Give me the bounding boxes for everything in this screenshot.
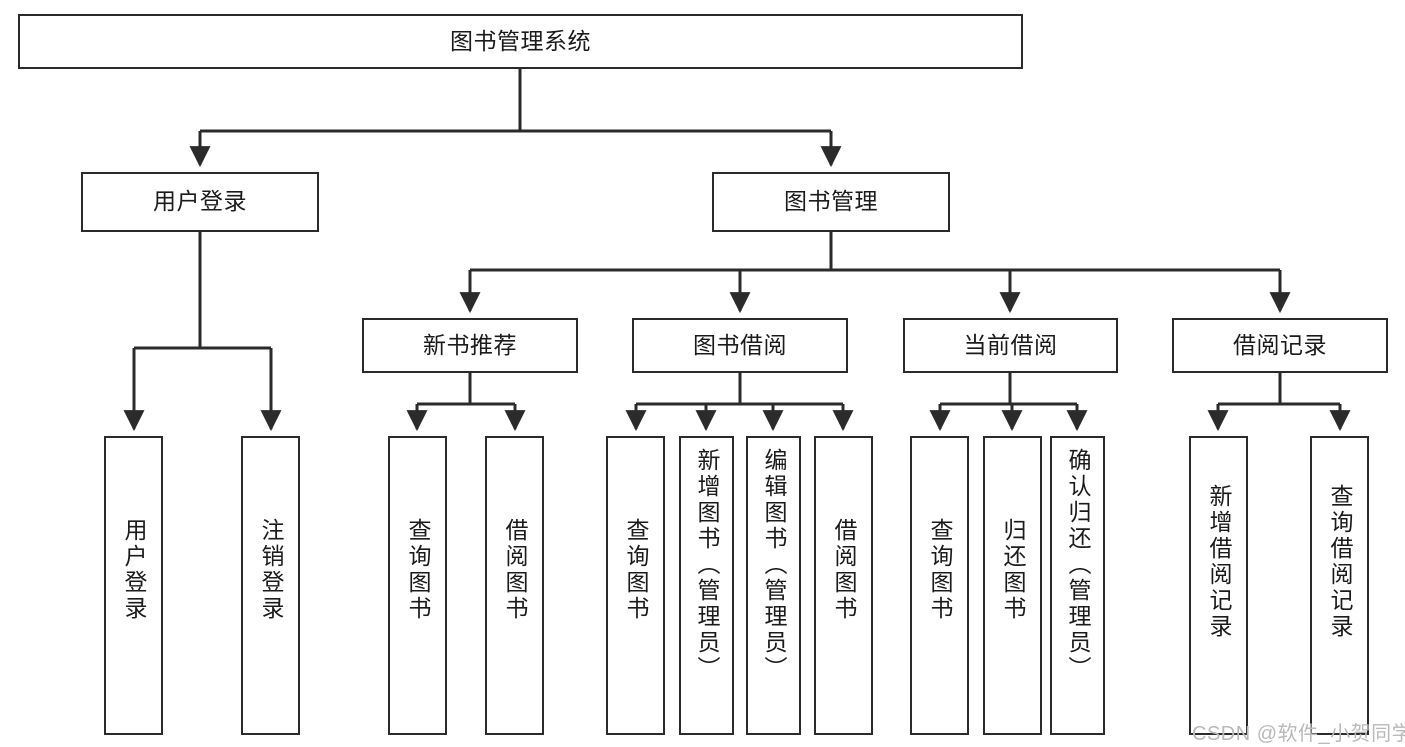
node-leaf-add-book[interactable]: 新增图书（管理员）: [679, 436, 734, 735]
node-leaf-query-book-3[interactable]: 查询图书: [910, 436, 969, 735]
node-leaf-query-book-2-label: 查询图书: [623, 518, 649, 622]
node-leaf-borrow-book-2-label: 借阅图书: [831, 518, 857, 622]
node-leaf-return-book-label: 归还图书: [1000, 518, 1026, 622]
node-user-login[interactable]: 用户登录: [81, 172, 319, 232]
node-leaf-edit-book-label: 编辑图书（管理员）: [761, 448, 787, 682]
node-leaf-query-book-1-label: 查询图书: [405, 518, 431, 622]
node-book-borrow[interactable]: 图书借阅: [632, 318, 848, 373]
node-leaf-borrow-book-1[interactable]: 借阅图书: [485, 436, 544, 735]
node-leaf-add-record-label: 新增借阅记录: [1206, 484, 1232, 640]
node-leaf-query-book-2[interactable]: 查询图书: [606, 436, 665, 735]
csdn-watermark: CSDN @软件_小贺同学: [1192, 723, 1405, 745]
node-leaf-confirm-return[interactable]: 确认归还（管理员）: [1050, 436, 1105, 735]
node-borrow-record-label: 借阅记录: [1233, 331, 1327, 358]
node-leaf-borrow-book-2[interactable]: 借阅图书: [814, 436, 873, 735]
node-leaf-query-record[interactable]: 查询借阅记录: [1310, 436, 1369, 735]
node-leaf-borrow-book-1-label: 借阅图书: [502, 518, 528, 622]
node-leaf-user-login-label: 用户登录: [121, 518, 147, 622]
node-leaf-logout[interactable]: 注销登录: [241, 436, 300, 735]
node-leaf-add-record[interactable]: 新增借阅记录: [1189, 436, 1248, 735]
node-book-borrow-label: 图书借阅: [693, 331, 787, 358]
node-leaf-query-book-1[interactable]: 查询图书: [388, 436, 447, 735]
node-leaf-user-login[interactable]: 用户登录: [104, 436, 163, 735]
node-leaf-query-record-label: 查询借阅记录: [1327, 484, 1353, 640]
node-leaf-return-book[interactable]: 归还图书: [983, 436, 1042, 735]
node-root-label: 图书管理系统: [450, 27, 591, 54]
node-leaf-edit-book[interactable]: 编辑图书（管理员）: [746, 436, 801, 735]
node-leaf-confirm-return-label: 确认归还（管理员）: [1065, 448, 1091, 682]
node-new-book-recommend-label: 新书推荐: [423, 331, 517, 358]
node-leaf-logout-label: 注销登录: [258, 518, 284, 622]
node-current-borrow-label: 当前借阅: [963, 331, 1058, 358]
node-leaf-query-book-3-label: 查询图书: [927, 518, 953, 622]
node-root[interactable]: 图书管理系统: [18, 14, 1023, 69]
node-user-login-label: 用户登录: [153, 188, 247, 215]
node-current-borrow[interactable]: 当前借阅: [903, 318, 1118, 373]
node-book-management-label: 图书管理: [784, 188, 878, 215]
node-book-management[interactable]: 图书管理: [712, 172, 950, 232]
node-new-book-recommend[interactable]: 新书推荐: [362, 318, 578, 373]
node-leaf-add-book-label: 新增图书（管理员）: [694, 448, 720, 682]
node-borrow-record[interactable]: 借阅记录: [1172, 318, 1388, 373]
